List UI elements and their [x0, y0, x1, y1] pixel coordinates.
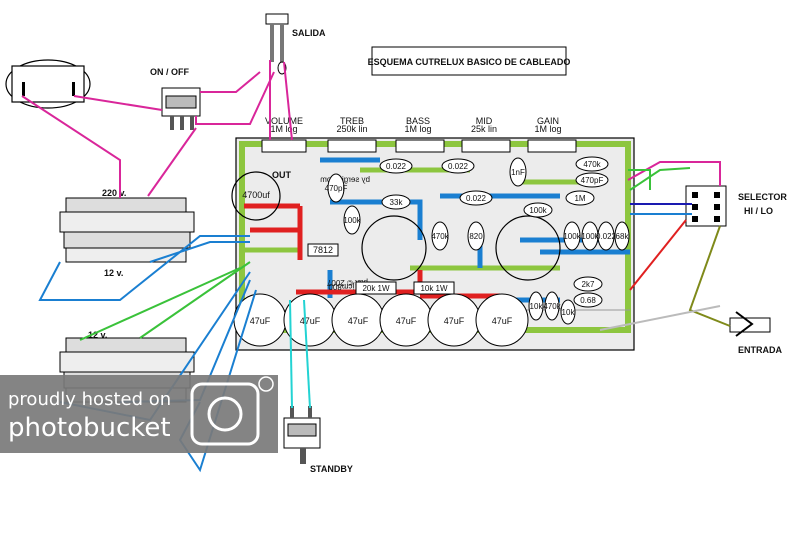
part-100k-mid: 100k	[529, 206, 547, 215]
salida-label: SALIDA	[292, 28, 326, 38]
part-820: 820	[469, 232, 483, 241]
part-10k-1w: 10k 1W	[420, 284, 448, 293]
voltage-12-bottom: 12 v.	[88, 330, 107, 340]
part-068: 0.68	[580, 296, 596, 305]
part-470k-mid: 470k	[431, 232, 449, 241]
pot-gain-name: GAIN	[537, 116, 559, 126]
regulator-label: 7812	[313, 245, 333, 255]
part-100k-right-b: 100k	[581, 232, 599, 241]
part-10k-a: 10k	[530, 302, 544, 311]
part-470pf-top: 470pF	[581, 176, 604, 185]
part-20k-1w: 20k 1W	[362, 284, 390, 293]
on-off-switch[interactable]	[161, 87, 201, 130]
pot-bass-value: 1M log	[404, 124, 431, 134]
title-box: ESQUEMA CUTRELUX BASICO DE CABLEADO	[368, 46, 571, 76]
entrada-label: ENTRADA	[738, 345, 782, 355]
hi-lo-label: HI / LO	[744, 206, 773, 216]
credit-line-2: pak © 2007	[326, 278, 368, 287]
pot-mid-value: 25k lin	[471, 124, 497, 134]
part-33k: 33k	[390, 198, 404, 207]
part-470pf-left: 470pF	[325, 184, 348, 193]
part-2k7: 2k7	[582, 280, 595, 289]
voltage-12-top: 12 v.	[104, 268, 123, 278]
pot-labels: VOLUME 1M log TREB 250k lin BASS 1M log …	[265, 116, 562, 134]
selector-switch[interactable]	[685, 185, 727, 227]
power-plug	[5, 59, 91, 109]
part-0022-a: 0.022	[386, 162, 407, 171]
part-0022-d: 0.022	[596, 232, 617, 241]
part-1m: 1M	[574, 194, 585, 203]
cap-47uf-2: 47uF	[300, 316, 321, 326]
wiring	[21, 60, 731, 473]
cap-47uf-4: 47uF	[396, 316, 417, 326]
part-100k-left: 100k	[343, 216, 361, 225]
bottom-caps: 47uF 47uF 47uF 47uF 47uF 47uF	[233, 293, 529, 347]
standby-label: STANDBY	[310, 464, 353, 474]
part-470k-bottom: 470k	[543, 302, 561, 311]
part-0022-c: 0.022	[466, 194, 487, 203]
cap-47uf-3: 47uF	[348, 316, 369, 326]
pot-gain-value: 1M log	[534, 124, 561, 134]
filter-cap-4700uf	[231, 171, 281, 221]
regulator-7812	[307, 243, 339, 257]
cap-47uf-6: 47uF	[492, 316, 513, 326]
tube-socket-1	[361, 215, 427, 281]
pot-treb-value: 250k lin	[336, 124, 367, 134]
watermark-line-1: proudly hosted on	[8, 389, 171, 410]
tube-socket-2	[495, 215, 561, 281]
pot-treb-name: TREB	[340, 116, 364, 126]
camera-icon	[190, 382, 260, 446]
pot-pins	[261, 139, 577, 153]
pot-volume-name: VOLUME	[265, 116, 303, 126]
pot-mid-name: MID	[476, 116, 493, 126]
part-0022-b: 0.022	[448, 162, 469, 171]
credit-line-1: pre jcm800	[328, 282, 368, 291]
standby-switch[interactable]	[283, 406, 321, 464]
pot-volume-value: 1M log	[270, 124, 297, 134]
diagram-title: ESQUEMA CUTRELUX BASICO DE CABLEADO	[368, 57, 571, 67]
watermark: proudly hosted on photobucket	[0, 375, 278, 453]
transformer-top	[59, 197, 195, 263]
cap-47uf-5: 47uF	[444, 316, 465, 326]
part-470k-top: 470k	[583, 160, 601, 169]
part-10k-b: 10k	[562, 308, 576, 317]
components: 0.022 0.022 1nF 470k 470pF 470pF 33k 0.0…	[325, 156, 630, 325]
voltage-220-top: 220 v.	[102, 188, 126, 198]
entrada-jack[interactable]	[729, 311, 771, 337]
filter-cap-label: 4700uf	[242, 190, 270, 200]
part-1nf: 1nF	[511, 168, 525, 177]
on-off-label: ON / OFF	[150, 67, 189, 77]
pot-bass-name: BASS	[406, 116, 430, 126]
cap-47uf-1: 47uF	[250, 316, 271, 326]
registered-icon	[258, 376, 274, 392]
watermark-line-2: photobucket	[8, 413, 171, 443]
mirrored-text: by sergio.com	[320, 175, 370, 184]
out-label: OUT	[272, 170, 292, 180]
selector-label: SELECTOR	[738, 192, 787, 202]
salida-jack[interactable]	[265, 13, 289, 75]
part-68k: 68k	[616, 232, 630, 241]
part-100k-right: 100k	[563, 232, 581, 241]
